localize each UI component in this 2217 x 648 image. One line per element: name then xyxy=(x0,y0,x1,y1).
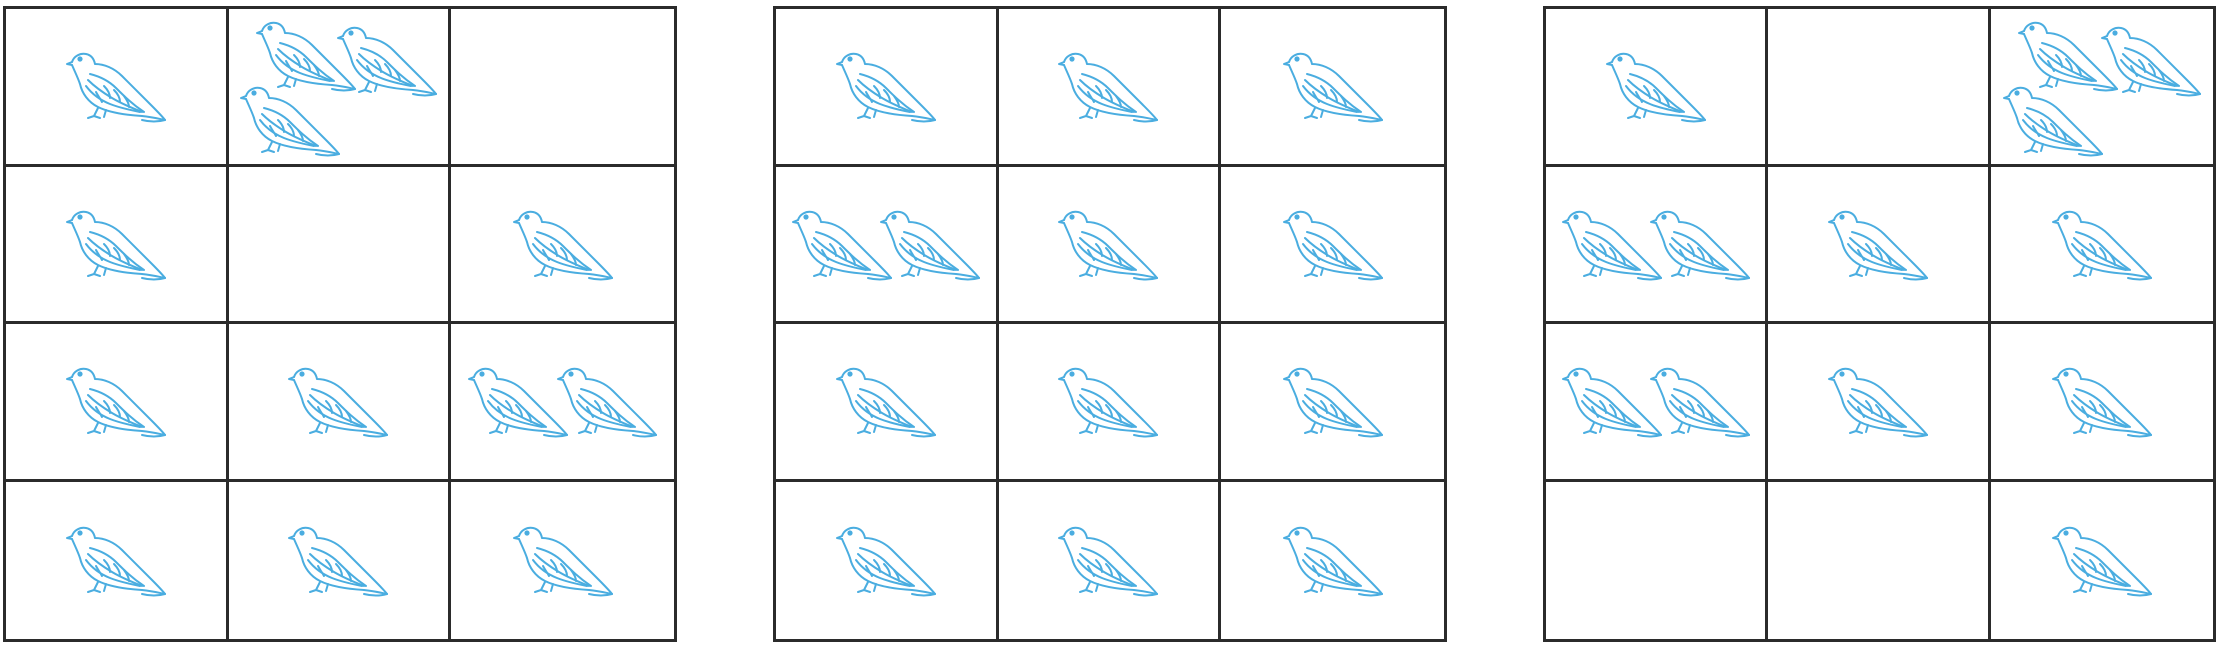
grid-cell xyxy=(1768,9,1991,167)
dove-icon xyxy=(1560,204,1664,284)
dove-icon xyxy=(286,520,390,600)
dove-icon xyxy=(1281,361,1385,441)
grid-cell xyxy=(776,166,999,324)
grid-cell xyxy=(451,324,674,482)
dove-icon xyxy=(64,361,168,441)
dove-icon xyxy=(1604,46,1708,126)
grid-cell xyxy=(6,166,229,324)
grid-cell xyxy=(228,9,452,167)
grid-cell xyxy=(229,481,452,639)
grid-cell xyxy=(6,9,229,167)
grid-cell xyxy=(1221,324,1444,482)
grid-cell xyxy=(776,481,999,639)
grid-cell xyxy=(1546,324,1769,482)
grid-cell xyxy=(999,481,1222,639)
dove-icon xyxy=(1826,361,1930,441)
dove-icon xyxy=(1281,46,1385,126)
dove-icon xyxy=(466,361,570,441)
grid-cell xyxy=(228,166,452,324)
grid-cell xyxy=(1546,481,1769,639)
dove-icon xyxy=(1056,46,1160,126)
grid-cell xyxy=(1768,166,1991,324)
dove-icon xyxy=(790,204,894,284)
grid-cell xyxy=(451,482,674,640)
dove-icon xyxy=(64,204,168,284)
dove-icon xyxy=(511,204,615,284)
grid-cell xyxy=(1768,324,1991,482)
grid-cell xyxy=(776,9,999,167)
bird-grid-1 xyxy=(3,6,677,642)
grid-cell xyxy=(998,9,1222,167)
dove-icon xyxy=(1826,204,1930,284)
grid-cell xyxy=(1991,482,2213,640)
dove-icon xyxy=(238,80,342,160)
dove-icon xyxy=(2050,520,2154,600)
grid-cell xyxy=(1221,167,1444,324)
grid-cell xyxy=(451,167,674,324)
grid-cell xyxy=(228,324,452,482)
dove-icon xyxy=(2050,204,2154,284)
grid-cell xyxy=(1546,9,1769,167)
dove-icon xyxy=(834,46,938,126)
dove-icon xyxy=(64,520,168,600)
grid-cell xyxy=(998,166,1222,324)
dove-icon xyxy=(1281,520,1385,600)
dove-icon xyxy=(335,20,439,100)
grid-cell xyxy=(6,481,229,639)
dove-icon xyxy=(1648,361,1752,441)
grid-cell xyxy=(1546,166,1769,324)
dove-icon xyxy=(1056,204,1160,284)
grid-cell xyxy=(776,324,999,482)
dove-icon xyxy=(2016,15,2120,95)
dove-icon xyxy=(1648,204,1752,284)
bird-grid-2 xyxy=(773,6,1447,642)
dove-icon xyxy=(2050,361,2154,441)
grid-cell xyxy=(6,324,229,482)
grid-cell xyxy=(1221,9,1444,167)
grid-cell xyxy=(1990,324,2213,482)
dove-icon xyxy=(2001,80,2105,160)
grid-cell xyxy=(998,324,1222,482)
dove-icon xyxy=(834,361,938,441)
grid-cell xyxy=(1768,481,1991,639)
dove-icon xyxy=(555,361,659,441)
dove-icon xyxy=(1056,520,1160,600)
dove-icon xyxy=(511,520,615,600)
dove-icon xyxy=(834,520,938,600)
dove-icon xyxy=(286,361,390,441)
dove-icon xyxy=(64,46,168,126)
dove-icon xyxy=(2099,20,2203,100)
bird-grid-3 xyxy=(1543,6,2216,642)
dove-icon xyxy=(1560,361,1664,441)
dove-icon xyxy=(254,15,358,95)
grid-cell xyxy=(1990,9,2213,167)
dove-icon xyxy=(878,204,982,284)
grid-cell xyxy=(1990,167,2213,324)
grid-cell xyxy=(1221,482,1444,640)
dove-icon xyxy=(1056,361,1160,441)
grid-cell xyxy=(451,9,674,167)
dove-icon xyxy=(1281,204,1385,284)
